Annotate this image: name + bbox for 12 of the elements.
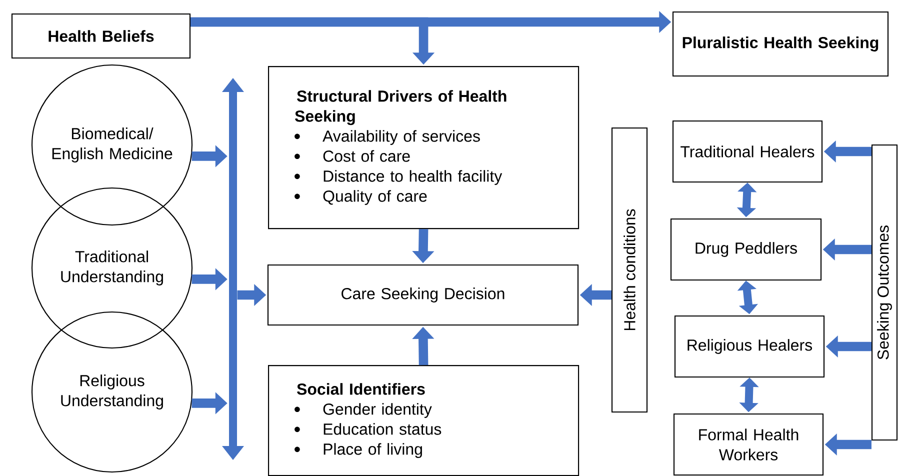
text-box: Care Seeking Decision (267, 264, 579, 326)
vertical-text-box: Health conditions (611, 127, 648, 413)
text-box: Traditional Healers (672, 120, 823, 183)
double-arrow (222, 78, 244, 460)
vertical-text-box: Seeking Outcomes (871, 144, 898, 441)
text-box: Formal Health Workers (673, 413, 824, 476)
text-box: Pluralistic Health Seeking (672, 11, 889, 77)
text-box: Health Beliefs (11, 13, 191, 59)
text-box: Religious Healers (674, 315, 825, 378)
bullet-list-box: Structural Drivers of Health Seeking Availability of services Cost of care Distance to health facility Quality of care (268, 66, 580, 230)
bullet-list-box: Social Identifiers Gender identity Education status Place of living (268, 365, 580, 476)
text-box: Drug Peddlers (670, 218, 822, 281)
